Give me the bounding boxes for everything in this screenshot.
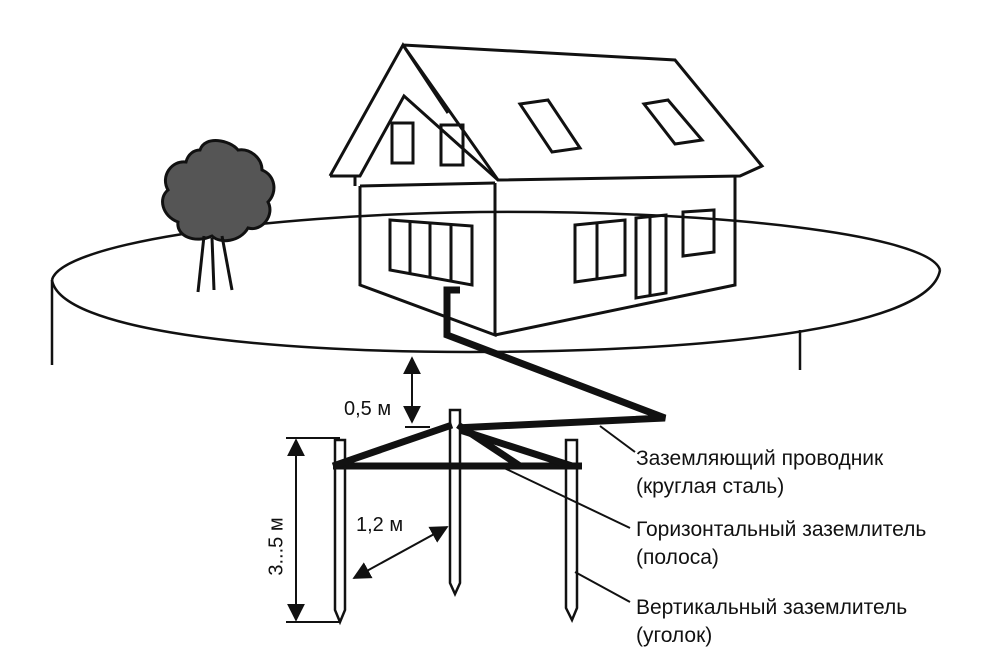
horizontal-label-line2: (полоса) (636, 546, 719, 569)
ground-plot (50, 210, 942, 370)
grounding-conductor (443, 286, 667, 432)
conductor-label-line2: (круглая сталь) (636, 475, 785, 498)
horizontal-label-line1: Горизонтальный заземлитель (636, 518, 927, 541)
vertical-label-line1: Вертикальный заземлитель (636, 596, 908, 619)
tree-icon (161, 139, 276, 293)
leader-lines (499, 425, 636, 603)
spacing-dimension: 1,2 м (356, 514, 404, 536)
horizontal-strip (331, 421, 582, 470)
house (328, 42, 765, 338)
dimension-lines (286, 356, 449, 623)
ground-electrodes (333, 408, 579, 626)
conductor-label-line1: Заземляющий проводник (636, 447, 884, 470)
depth-dimension: 0,5 м (344, 398, 392, 420)
rod-length-dimension: 3...5 м (265, 517, 288, 576)
vertical-label-line2: (уголок) (636, 624, 713, 647)
